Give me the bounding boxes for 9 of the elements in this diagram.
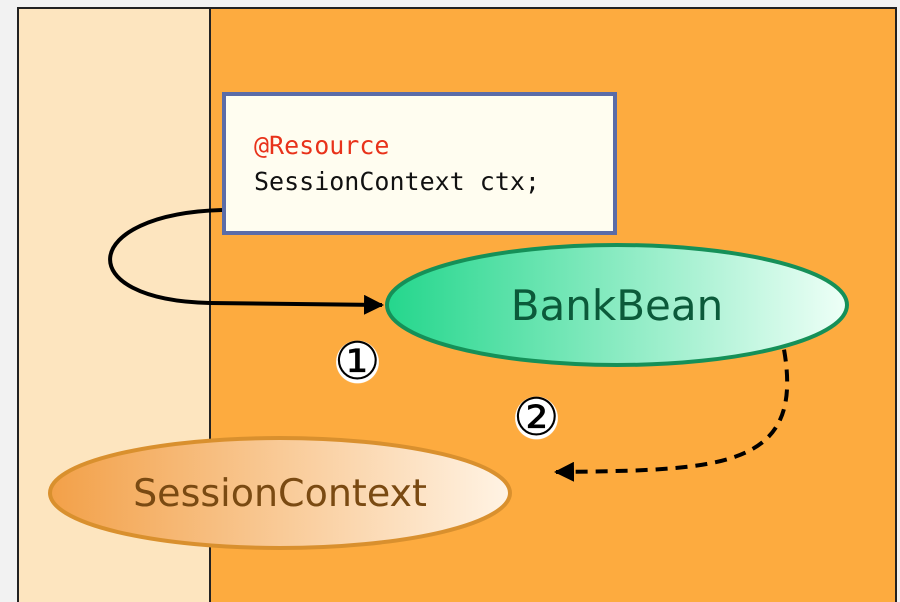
code-line: SessionContext ctx;	[254, 166, 540, 198]
node-label: SessionContext	[133, 471, 427, 515]
code-line: @Resource	[254, 130, 390, 162]
code-box	[222, 92, 617, 235]
node-label: BankBean	[510, 280, 724, 330]
ellipse-node	[48, 436, 512, 550]
ellipse-node	[385, 243, 849, 367]
arrow	[554, 349, 789, 482]
arrow	[108, 208, 384, 315]
